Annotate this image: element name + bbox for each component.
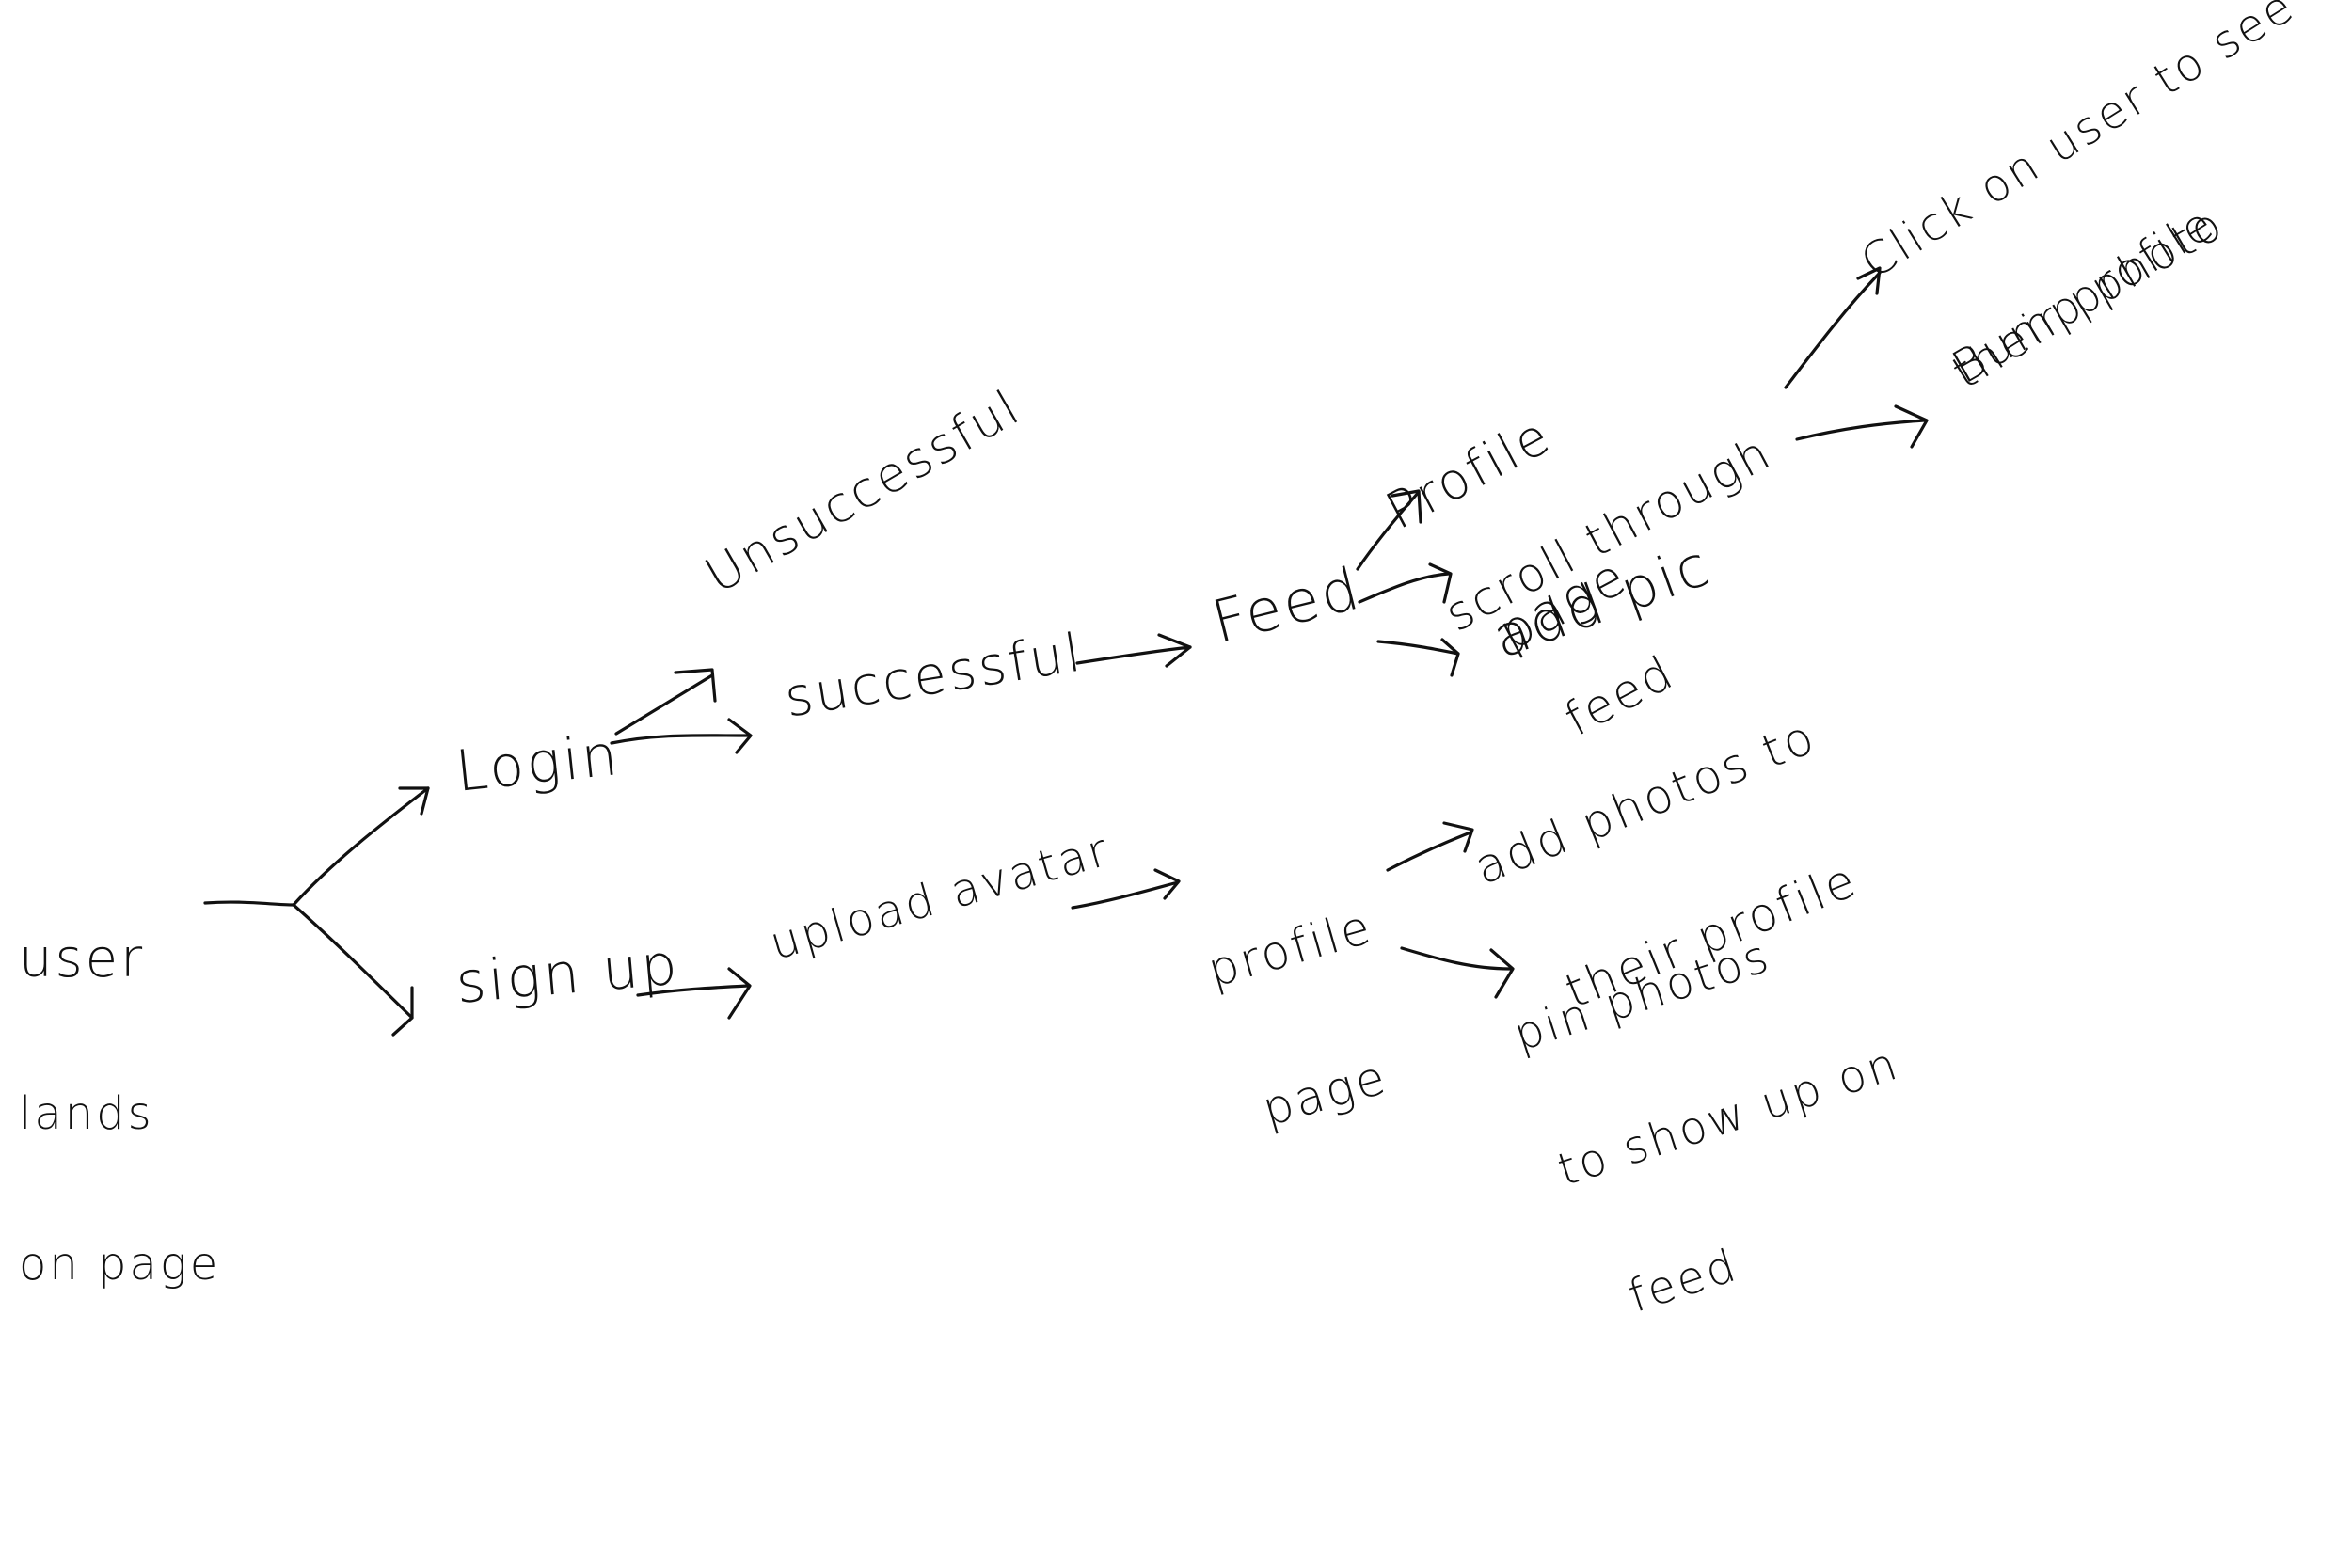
arrowhead-unsuccessful bbox=[674, 668, 717, 703]
node-profile-page-bottom-line1: profile bbox=[1201, 898, 1379, 998]
node-user-lands-line2: lands bbox=[19, 1087, 154, 1140]
node-user-lands-line1: user bbox=[19, 928, 146, 990]
arrowhead-addphotos bbox=[1442, 821, 1474, 853]
edge-profilepage-pin bbox=[1400, 946, 1512, 971]
edge-feed-addpic bbox=[1376, 640, 1460, 656]
edge-successful-feed bbox=[1075, 645, 1192, 665]
edge-feed-profilepage bbox=[1356, 490, 1421, 571]
arrowhead-pin bbox=[1489, 948, 1515, 999]
edge-login-unsuccessful bbox=[614, 673, 714, 736]
edge-scroll-click bbox=[1784, 271, 1882, 389]
edge-scroll-bump bbox=[1795, 419, 1926, 441]
arrowhead-profilepage bbox=[1391, 489, 1422, 524]
node-pin-photos-line1: pin photos bbox=[1507, 928, 1777, 1062]
arrowhead-bump bbox=[1894, 404, 1929, 449]
edge-user-fork bbox=[203, 900, 295, 907]
node-user-lands: user lands on page bbox=[19, 828, 220, 1339]
node-profile-page-bottom-line2: page bbox=[1256, 1049, 1394, 1137]
arrowhead-click bbox=[1856, 266, 1882, 295]
node-pin-photos-line2: to show up on bbox=[1551, 1037, 1906, 1197]
arrowhead-profilepage2 bbox=[1153, 868, 1181, 900]
arrowhead-feed bbox=[1157, 633, 1192, 668]
edge-feed-scroll bbox=[1358, 572, 1451, 604]
arrowhead-scroll bbox=[1428, 562, 1453, 604]
arrowhead-login bbox=[398, 786, 430, 816]
arrowhead-signup bbox=[391, 986, 414, 1037]
edge-fork-login bbox=[292, 786, 430, 907]
edge-profilepage-addphotos bbox=[1386, 831, 1472, 872]
edge-signup-upload bbox=[636, 984, 750, 997]
arrowhead-successful bbox=[727, 718, 753, 754]
arrowhead-addpic bbox=[1440, 638, 1460, 677]
edge-login-successful bbox=[610, 734, 750, 745]
node-user-lands-line3: on page bbox=[19, 1238, 221, 1291]
arrowhead-upload bbox=[727, 967, 752, 1020]
edge-upload-profilepage bbox=[1071, 880, 1180, 910]
edge-fork-signup bbox=[292, 903, 414, 1020]
